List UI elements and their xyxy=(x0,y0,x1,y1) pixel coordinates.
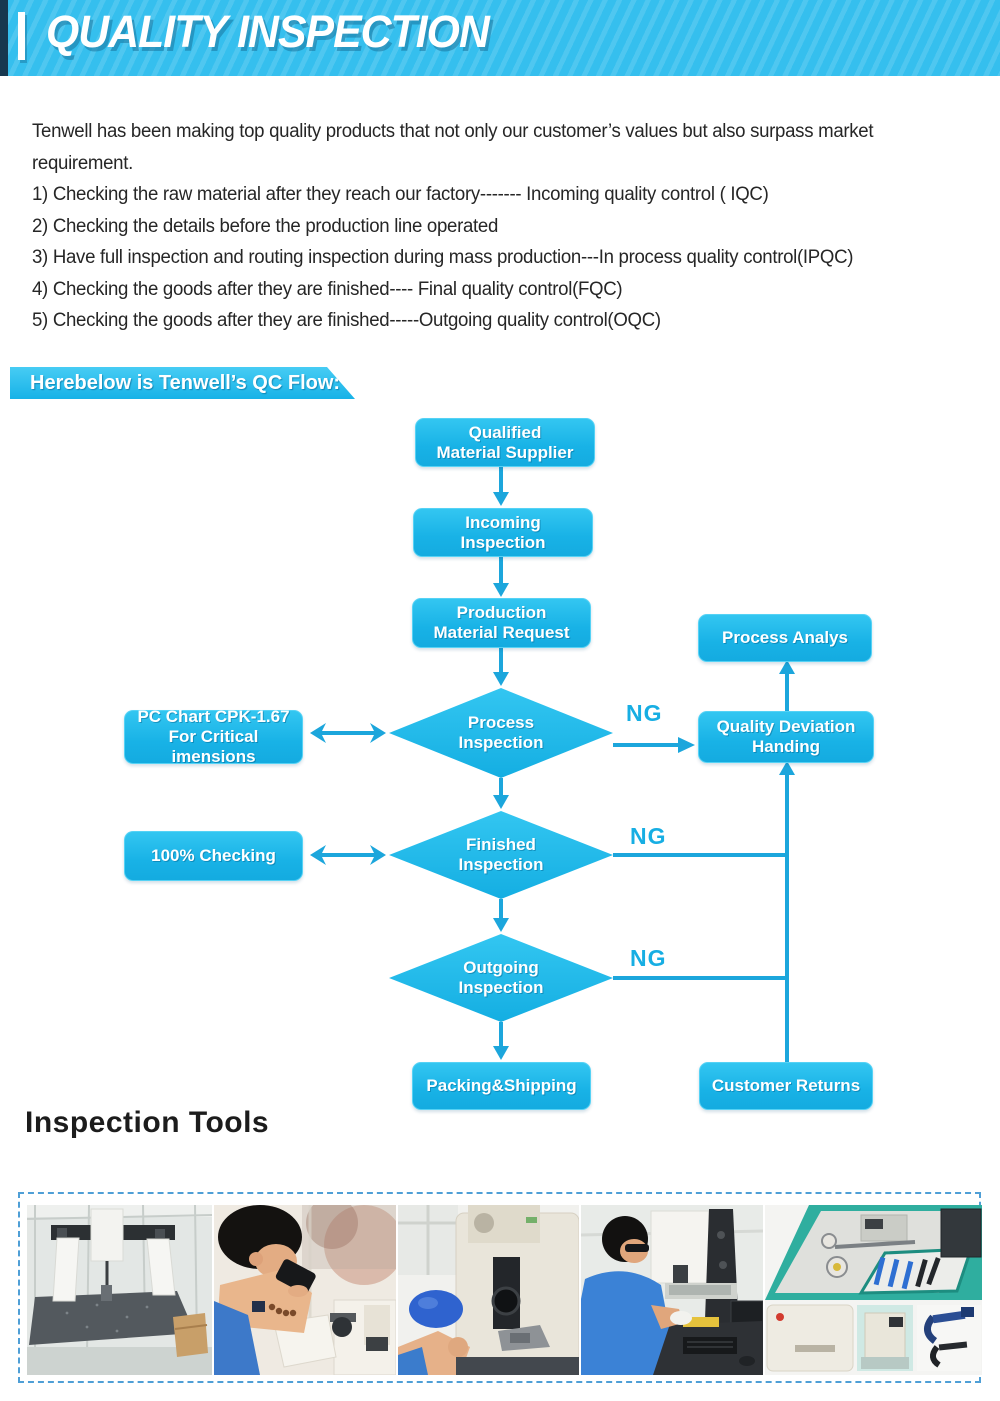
cmm-coordinate-measuring-machine-photo xyxy=(27,1205,212,1375)
flow-node-label-line: Production xyxy=(456,603,547,622)
microscope-inspection-photo xyxy=(214,1205,396,1375)
flow-node-label-line: Material Supplier xyxy=(436,442,574,462)
banner-left-edge xyxy=(0,0,8,76)
qc-flow-heading: Herebelow is Tenwell’s QC Flow: xyxy=(30,372,341,394)
intro-line: 1) Checking the raw material after they … xyxy=(32,184,769,205)
ng-label: NG xyxy=(630,823,667,849)
intro-paragraph: Tenwell has been making top quality prod… xyxy=(32,116,963,337)
measuring-tools-collage-photo xyxy=(765,1205,982,1375)
flow-node-label-line: Qualified xyxy=(468,422,542,442)
banner-accent-bar xyxy=(18,12,25,60)
flow-node-label-line: Customer Returns xyxy=(711,1076,861,1095)
flow-node-label-line: Packing&Shipping xyxy=(426,1076,577,1095)
flow-node-label-line: 100% Checking xyxy=(151,846,276,865)
flow-node-label-line: Inspection xyxy=(460,532,546,552)
ng-label: NG xyxy=(626,700,663,726)
flow-node-label-line: Inspection xyxy=(458,855,544,874)
section-title: QUALITY INSPECTION xyxy=(46,6,490,57)
flow-node-qualified-material-supplier: Qualified Material Supplier xyxy=(415,418,595,467)
intro-line: 2) Checking the details before the produ… xyxy=(32,215,499,237)
flow-node-incoming-inspection: Incoming Inspection xyxy=(413,508,593,557)
flow-node-quality-deviation-handing: Quality Deviation Handing xyxy=(698,711,874,763)
flow-connectors-arrows xyxy=(310,465,795,1062)
flow-node-label-line: Handing xyxy=(752,737,820,756)
flow-node-label-line: Material Request xyxy=(433,623,570,642)
flow-node-label-line: Incoming xyxy=(465,512,541,532)
qc-flow-heading-banner: Herebelow is Tenwell’s QC Flow: xyxy=(10,367,355,399)
flow-node-label-line: Outgoing xyxy=(463,958,539,977)
intro-line: 5) Checking the goods after they are fin… xyxy=(32,310,661,331)
hardness-tester-photo xyxy=(398,1205,579,1375)
photo-row xyxy=(27,1205,982,1375)
flow-node-pc-chart-cpk: PC Chart CPK-1.67 For Critical imensions xyxy=(124,707,303,766)
flow-node-packing-shipping: Packing&Shipping xyxy=(412,1062,591,1110)
section-banner: QUALITY INSPECTION xyxy=(0,0,1000,76)
flow-node-label-line: Process xyxy=(467,713,535,732)
flow-node-production-material-request: Production Material Request xyxy=(412,598,591,648)
inspection-photos-strip xyxy=(18,1192,982,1383)
flow-node-customer-returns: Customer Returns xyxy=(699,1062,873,1110)
video-measuring-machine-operator-photo xyxy=(581,1205,763,1375)
flow-node-100-percent-checking: 100% Checking xyxy=(124,831,303,881)
flow-node-label-line: Inspection xyxy=(458,733,544,752)
intro-line: 4) Checking the goods after they are fin… xyxy=(32,278,623,300)
flow-node-label-line: Inspection xyxy=(458,978,544,997)
flow-node-label-line: Quality Deviation xyxy=(716,717,856,736)
intro-line: Tenwell has been making top quality prod… xyxy=(32,121,874,142)
flow-node-label-line: For Critical imensions xyxy=(168,727,259,766)
intro-line: 3) Have full inspection and routing insp… xyxy=(32,247,854,268)
flow-node-label-line: Finished xyxy=(466,835,536,854)
flow-node-label-line: PC Chart CPK-1.67 xyxy=(137,707,290,726)
ng-label: NG xyxy=(630,945,667,971)
inspection-tools-heading: Inspection Tools xyxy=(25,1106,270,1139)
flow-node-label-line: Process Analys xyxy=(722,628,848,647)
flow-node-process-analys: Process Analys xyxy=(698,614,872,662)
intro-line: requirement. xyxy=(32,152,134,174)
